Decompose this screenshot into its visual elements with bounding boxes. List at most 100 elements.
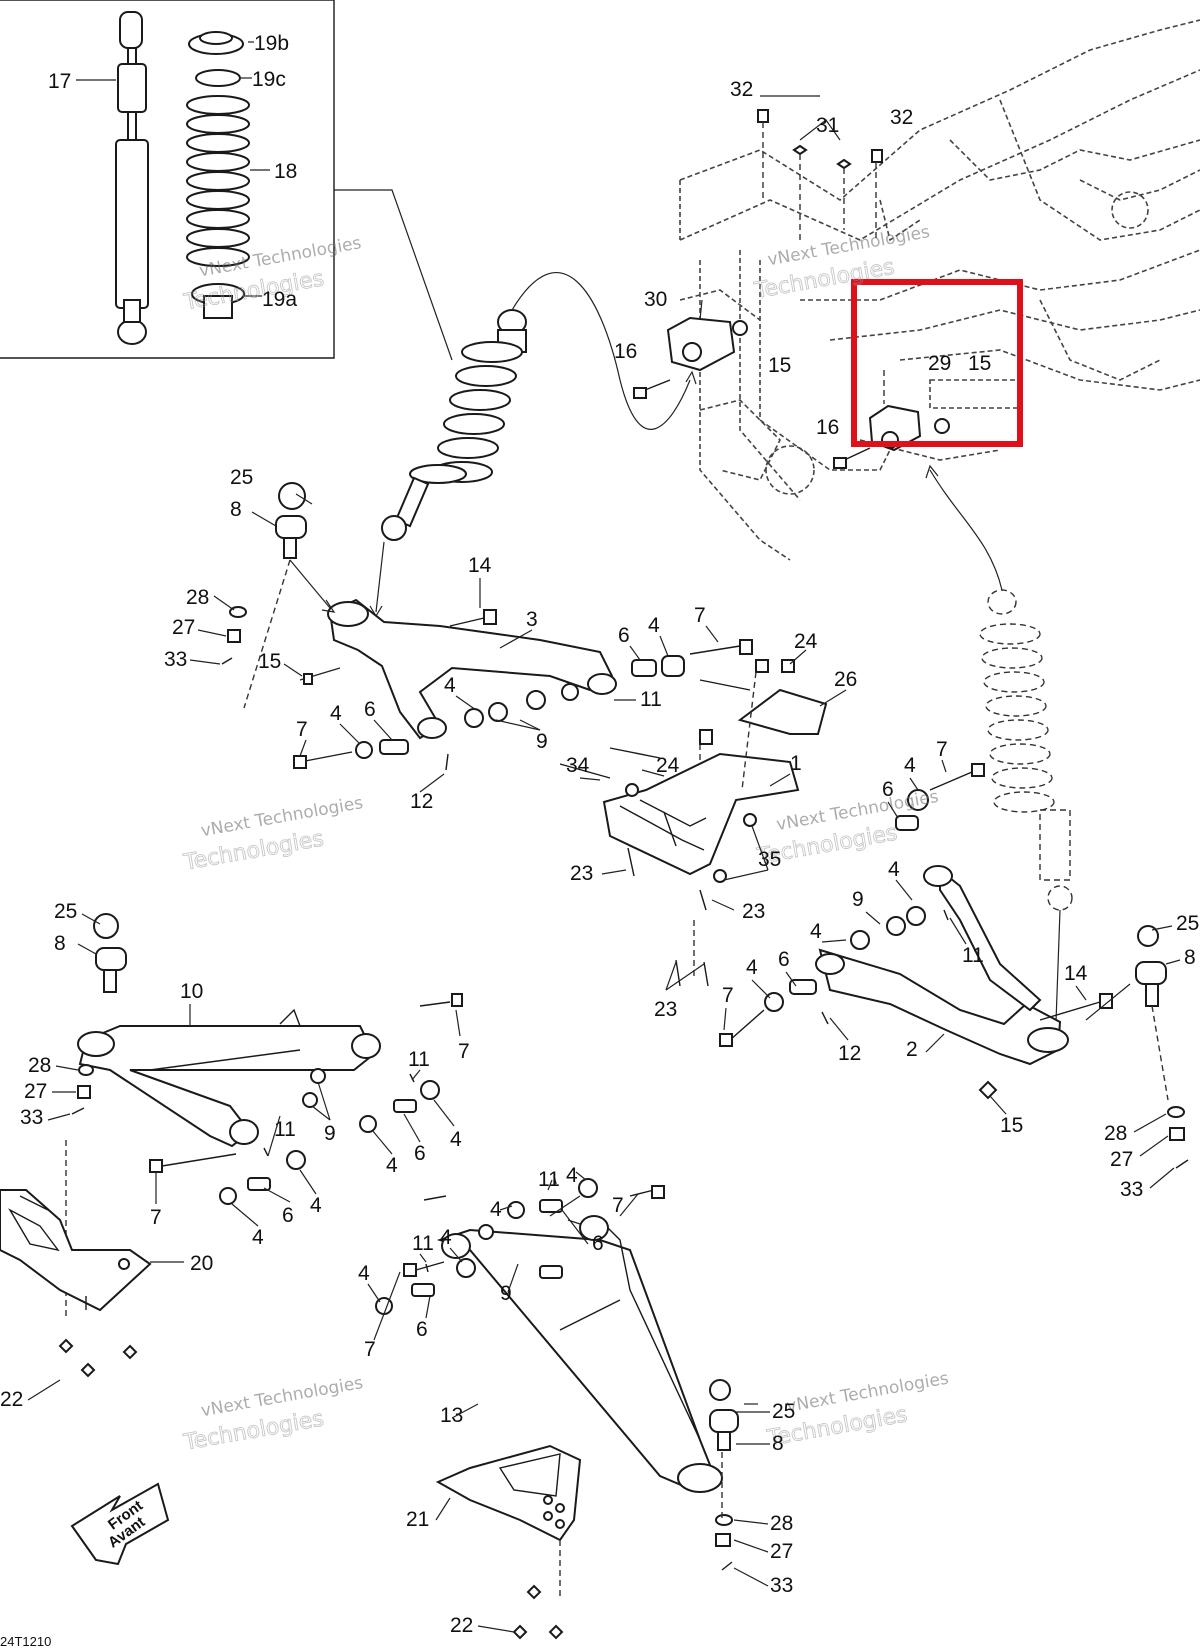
label-30: 30 (644, 288, 667, 311)
upper-a-arm-left (293, 598, 753, 771)
label-4h: 4 (450, 1128, 462, 1151)
label-8: 8 (230, 498, 242, 521)
label-4l: 4 (566, 1164, 578, 1187)
label-4n: 4 (440, 1226, 452, 1249)
label-24b: 24 (656, 754, 680, 777)
label-4k: 4 (252, 1226, 264, 1249)
label-24: 24 (794, 630, 818, 653)
label-32b: 32 (890, 106, 913, 129)
label-27c: 27 (24, 1080, 47, 1103)
label-31: 31 (816, 114, 839, 137)
label-6h: 6 (416, 1318, 428, 1341)
label-33d: 33 (770, 1574, 793, 1597)
label-4o: 4 (358, 1262, 370, 1285)
label-15d: 15 (1000, 1114, 1023, 1137)
label-13: 13 (440, 1404, 463, 1427)
label-9: 9 (536, 730, 548, 753)
label-4b: 4 (444, 674, 456, 697)
label-19b: 19b (254, 32, 289, 55)
label-16b: 16 (816, 416, 839, 439)
label-4d: 4 (904, 754, 916, 777)
upper-a-arm-right (719, 763, 1113, 1100)
label-4f: 4 (810, 920, 822, 943)
diagram-ref-code: 24T1210 (0, 1634, 51, 1648)
label-28b: 28 (1104, 1122, 1127, 1145)
label-28: 28 (186, 586, 209, 609)
label-11c: 11 (408, 1048, 430, 1071)
label-8b: 8 (1184, 946, 1196, 969)
label-10: 10 (180, 980, 203, 1003)
label-7g: 7 (612, 1194, 624, 1217)
label-12b: 12 (838, 1042, 861, 1065)
label-23: 23 (570, 862, 593, 885)
label-9d: 9 (500, 1282, 512, 1305)
label-25b: 25 (1176, 912, 1199, 935)
label-23c: 23 (654, 998, 677, 1021)
label-6e: 6 (414, 1142, 426, 1165)
frame-fasteners (633, 95, 950, 469)
label-33: 33 (164, 648, 187, 671)
label-28d: 28 (770, 1512, 793, 1535)
label-6g: 6 (592, 1232, 604, 1255)
label-15: 15 (768, 354, 791, 377)
label-4: 4 (648, 614, 660, 637)
label-16: 16 (614, 340, 637, 363)
label-25c: 25 (54, 900, 77, 923)
skid-plate-center (559, 659, 828, 987)
label-11b: 11 (962, 944, 984, 967)
label-3: 3 (526, 608, 538, 631)
label-22: 22 (0, 1388, 23, 1411)
ball-joint-upper-left (221, 482, 336, 709)
label-19c: 19c (252, 68, 286, 91)
label-7d: 7 (722, 984, 734, 1007)
coil-spring-inset (186, 95, 250, 267)
label-9c: 9 (324, 1122, 336, 1145)
label-7b: 7 (296, 718, 308, 741)
label-11: 11 (640, 688, 662, 711)
front-direction-arrow: Front Avant (70, 1482, 170, 1566)
label-23b: 23 (742, 900, 765, 923)
label-6f: 6 (282, 1204, 294, 1227)
label-12: 12 (410, 790, 433, 813)
label-33b: 33 (1120, 1178, 1143, 1201)
label-11e: 11 (538, 1168, 560, 1191)
lower-a-arm-left (65, 913, 463, 1320)
label-27b: 27 (1110, 1148, 1133, 1171)
label-6d: 6 (778, 948, 790, 971)
label-11d: 11 (274, 1118, 296, 1141)
label-4e: 4 (888, 858, 900, 881)
part-labels: 17 19b 19c 18 19a 32 31 32 30 16 15 29 1… (0, 32, 1199, 1637)
label-29: 29 (928, 352, 951, 375)
ball-joint-right (1085, 925, 1189, 1169)
label-27: 27 (172, 616, 195, 639)
label-17: 17 (48, 70, 71, 93)
label-15c: 15 (258, 650, 281, 673)
shock-detail-inset (0, 0, 453, 361)
label-26: 26 (834, 668, 857, 691)
label-9b: 9 (852, 888, 864, 911)
label-7h: 7 (364, 1338, 376, 1361)
label-6: 6 (618, 624, 630, 647)
label-18: 18 (274, 160, 297, 183)
label-2: 2 (906, 1038, 918, 1061)
label-6c: 6 (882, 778, 894, 801)
skid-plate-20 (0, 1189, 152, 1378)
label-4j: 4 (310, 1194, 322, 1217)
label-33c: 33 (20, 1106, 43, 1129)
label-21: 21 (406, 1508, 429, 1531)
label-14b: 14 (1064, 962, 1088, 985)
label-7c: 7 (936, 738, 948, 761)
label-32: 32 (730, 78, 753, 101)
skid-plate-21 (435, 1444, 582, 1640)
label-27d: 27 (770, 1540, 793, 1563)
label-28c: 28 (28, 1054, 51, 1077)
label-11f: 11 (412, 1232, 434, 1255)
label-25: 25 (230, 466, 253, 489)
label-34: 34 (566, 754, 590, 777)
label-7e: 7 (458, 1040, 470, 1063)
label-1: 1 (790, 752, 802, 775)
label-19a: 19a (262, 288, 297, 311)
label-8c: 8 (54, 932, 66, 955)
label-14: 14 (468, 554, 492, 577)
